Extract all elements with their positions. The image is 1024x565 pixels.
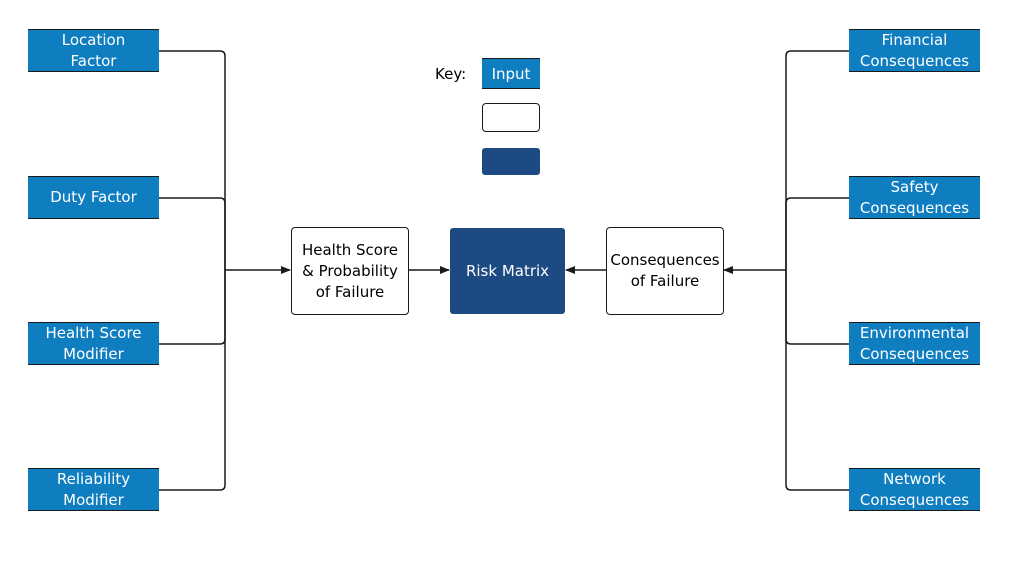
safety-consequences-input: Safety Consequences <box>849 176 980 219</box>
connector-environmental <box>785 270 849 345</box>
key-process-swatch <box>482 103 540 132</box>
connector-financial <box>785 50 849 270</box>
risk-matrix-box: Risk Matrix <box>450 228 565 314</box>
connector-network <box>785 270 849 491</box>
key-input-swatch: Input <box>482 58 540 89</box>
environmental-consequences-input: Environmental Consequences <box>849 322 980 365</box>
financial-consequences-input: Financial Consequences <box>849 29 980 72</box>
connector-safety <box>785 197 849 270</box>
key-label: Key: <box>435 65 467 83</box>
connector-location-factor <box>159 50 226 270</box>
duty-factor-input: Duty Factor <box>28 176 159 219</box>
health-score-box: Health Score & Probability of Failure <box>291 227 409 315</box>
connector-reliability-modifier <box>159 270 226 491</box>
connector-duty-factor <box>159 197 226 270</box>
connector-health-score-modifier <box>159 270 226 345</box>
key-output-swatch <box>482 148 540 175</box>
location-factor-input: Location Factor <box>28 29 159 72</box>
consequences-of-failure-box: Consequences of Failure <box>606 227 724 315</box>
reliability-modifier-input: Reliability Modifier <box>28 468 159 511</box>
network-consequences-input: Network Consequences <box>849 468 980 511</box>
health-score-modifier-input: Health Score Modifier <box>28 322 159 365</box>
